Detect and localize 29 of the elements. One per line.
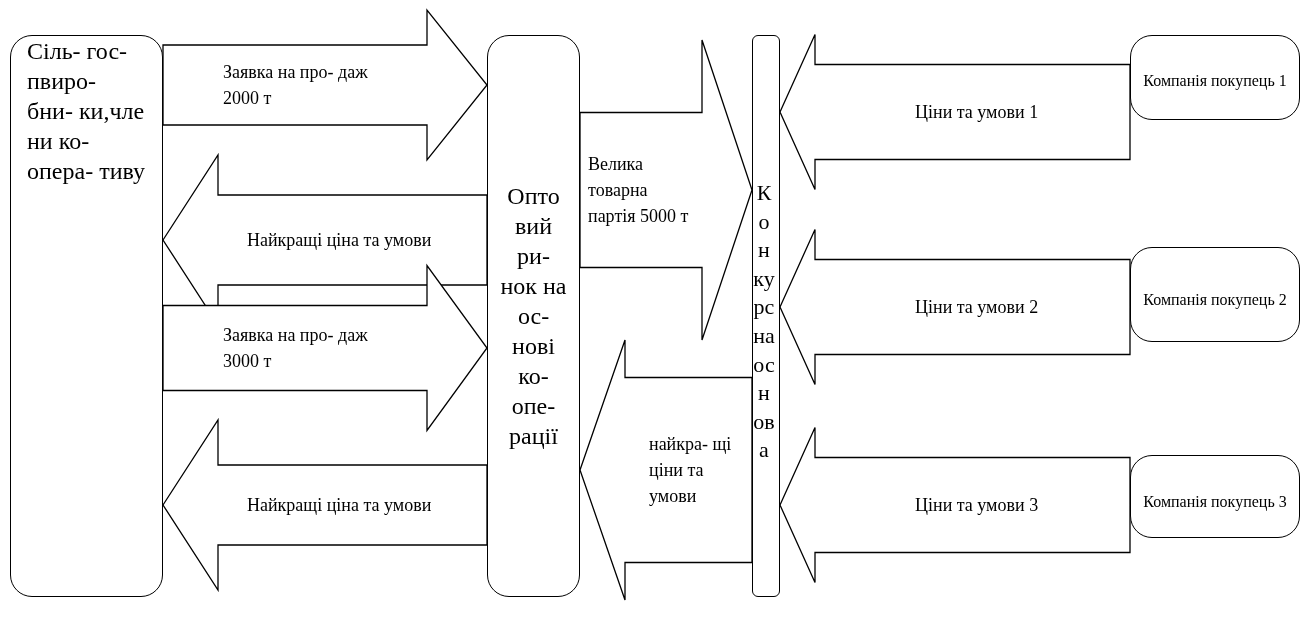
company-box (1130, 35, 1300, 120)
block-arrow (579, 339, 753, 601)
block-arrow (162, 417, 488, 593)
block-arrow (579, 39, 753, 341)
process-box (487, 35, 580, 597)
vertical-box (752, 35, 780, 597)
edge-label: Ціни та умови 1 (915, 100, 1039, 124)
block-arrow (779, 426, 1131, 584)
edge-label: найкра- щі ціни та умови (649, 432, 733, 509)
process-box (10, 35, 163, 597)
node-text: Опто вий ри- нок на ос- нові ко- опе- рації (499, 182, 568, 451)
node-text: Сіль- гос- пвиро- бни- ки,чле ни ко- опера- тиву (27, 37, 146, 186)
block-arrow (162, 8, 488, 162)
node-text: Компанія покупець 2 (1142, 290, 1288, 311)
block-arrow (779, 33, 1131, 191)
node-text: Компанія покупець 3 (1142, 492, 1288, 513)
edge-label: Велика товарна партія 5000 т (588, 152, 690, 229)
edge-label: Заявка на про- даж 2000 т (223, 60, 369, 110)
company-box (1130, 455, 1300, 538)
node-text: Компанія покупець 1 (1142, 71, 1288, 92)
node-text: Конкурсна основа (753, 179, 775, 465)
edge-label: Ціни та умови 3 (915, 493, 1039, 517)
company-box (1130, 247, 1300, 342)
edge-label: Найкращі ціна та умови (247, 228, 432, 252)
block-arrow (779, 228, 1131, 386)
edge-label: Заявка на про- даж 3000 т (223, 323, 369, 373)
edge-label: Найкращі ціна та умови (247, 493, 432, 517)
edge-label: Ціни та умови 2 (915, 295, 1039, 319)
block-arrow (162, 263, 488, 433)
